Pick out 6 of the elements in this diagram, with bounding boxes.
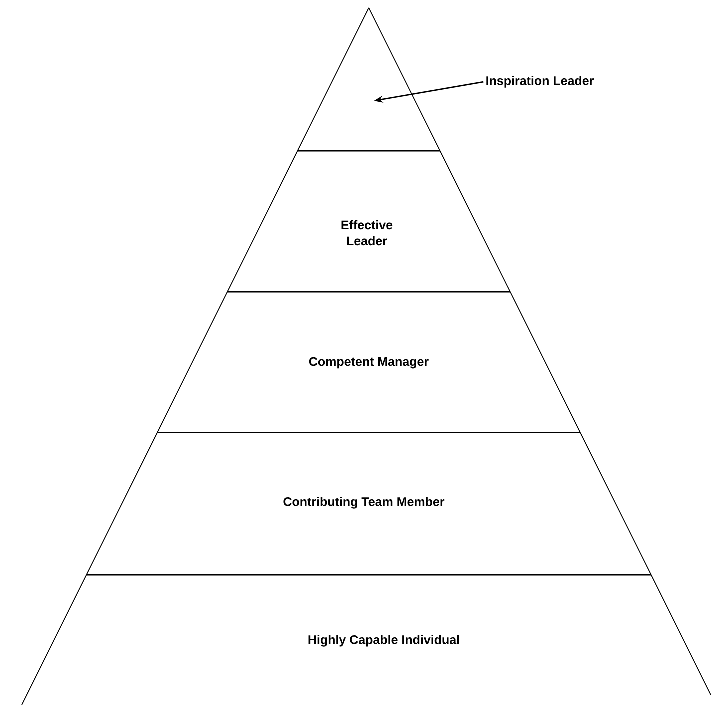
pyramid-level: Effective Leader (227, 150, 511, 292)
pyramid-level: Highly Capable Individual (22, 574, 711, 706)
pyramid-level: Competent Manager (156, 291, 582, 434)
pyramid-level: Contributing Team Member (86, 432, 652, 576)
label-text: Inspiration Leader (486, 76, 594, 88)
pyramid-apex (297, 8, 441, 152)
